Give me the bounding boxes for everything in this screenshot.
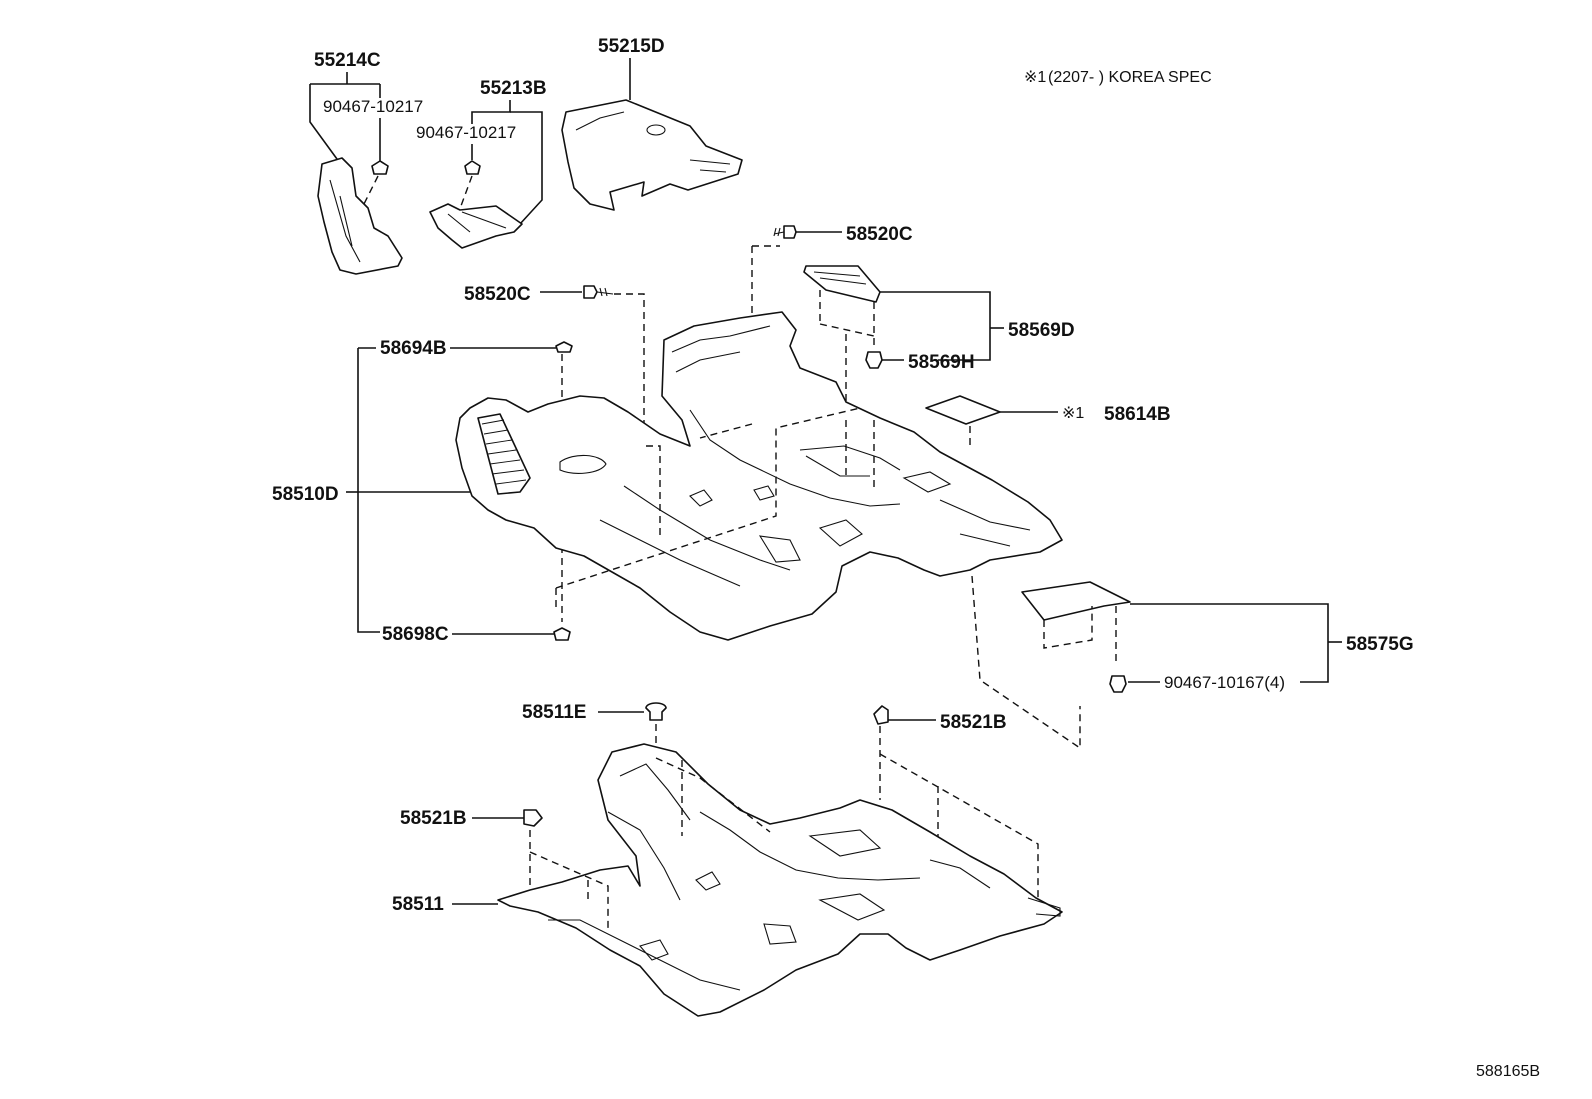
- pad-58614B-shape: [925, 395, 1001, 425]
- label-90467-10217-a[interactable]: 90467-10217: [323, 97, 423, 116]
- part-group-58511E: 58511E: [522, 702, 667, 790]
- label-90467-10217-b[interactable]: 90467-10217: [416, 123, 516, 142]
- grommet-58694B-icon: [555, 341, 573, 353]
- clip-58521B-upper-icon: [873, 705, 889, 725]
- label-55214C[interactable]: 55214C: [314, 50, 381, 71]
- screw-icon: [783, 225, 797, 239]
- clip-90467-10167-icon: [1109, 675, 1127, 693]
- cover-55213B-shape: [429, 203, 523, 249]
- pad-58575G-shape: [1021, 581, 1131, 621]
- label-58569D[interactable]: 58569D: [1008, 320, 1075, 341]
- part-group-58614B: ※1 58614B: [925, 395, 1171, 448]
- silencer-55215D-shape: [561, 99, 743, 211]
- label-58614B-mark: ※1: [1062, 405, 1084, 422]
- part-group-58575G: 58575G 90467-10167(4): [971, 575, 1414, 750]
- label-90467-10167[interactable]: 90467-10167(4): [1164, 673, 1285, 692]
- grommet-58511E-icon: [645, 702, 667, 721]
- label-58520C-upper[interactable]: 58520C: [846, 224, 913, 245]
- label-58569H[interactable]: 58569H: [908, 352, 975, 373]
- part-group-58510D: 58694B 58510D 58698C: [272, 311, 1063, 645]
- floor-carpet-58511-shape: [497, 743, 1063, 1017]
- clip-58569H-icon: [865, 351, 883, 369]
- korea-spec-note-text: (2207- ) KOREA SPEC: [1048, 69, 1212, 86]
- clip-icon: [371, 160, 389, 175]
- label-55215D[interactable]: 55215D: [598, 36, 665, 57]
- label-58521B-lower[interactable]: 58521B: [400, 808, 467, 829]
- clip-icon-b: [464, 160, 481, 175]
- part-group-55213B: 55213B 90467-10217: [416, 78, 547, 249]
- part-group-55215D: 55215D: [561, 36, 743, 211]
- label-58510D[interactable]: 58510D: [272, 484, 339, 505]
- part-group-58520C-left: 58520C: [464, 284, 645, 444]
- grommet-58698C-icon: [553, 627, 571, 641]
- part-group-58511: 58521B 58511: [392, 743, 1063, 1017]
- label-58520C-left[interactable]: 58520C: [464, 284, 531, 305]
- part-group-58569D: 58569D 58569H: [803, 265, 1075, 420]
- label-58575G[interactable]: 58575G: [1346, 634, 1414, 655]
- left-step-pad: [477, 413, 531, 495]
- label-58511[interactable]: 58511: [392, 894, 444, 915]
- korea-spec-note-symbol: ※1: [1024, 69, 1046, 86]
- cover-58569D-shape: [803, 265, 881, 303]
- clip-58521B-lower-icon: [523, 809, 543, 827]
- label-58521B-upper[interactable]: 58521B: [940, 712, 1007, 733]
- part-group-55214C: 55214C 90467-10217: [309, 50, 423, 275]
- label-58698C[interactable]: 58698C: [382, 624, 449, 645]
- guard-55214C-shape: [317, 157, 403, 275]
- floor-carpet-58510D-shape: [455, 311, 1063, 641]
- label-55213B[interactable]: 55213B: [480, 78, 547, 99]
- label-58614B[interactable]: 58614B: [1104, 404, 1171, 425]
- label-58511E[interactable]: 58511E: [522, 702, 586, 723]
- screw-icon-left: [583, 285, 598, 299]
- diagram-id: 588165B: [1476, 1063, 1540, 1080]
- label-58694B[interactable]: 58694B: [380, 338, 447, 359]
